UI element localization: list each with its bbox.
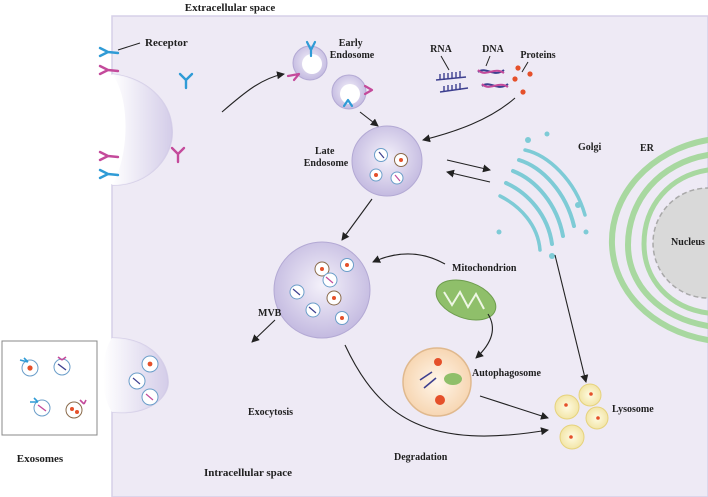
lysosome [554,394,580,420]
receptor-label: Receptor [145,37,188,49]
arrow-mitochondrion-to-mvb [372,253,446,265]
rna-strand-icon [435,71,469,93]
intracellular-space-label: Intracellular space [204,467,292,479]
proteins-label: Proteins [520,50,555,61]
arrow-golgi-to-late-endosome [446,169,491,183]
cell-cytoplasm [111,15,708,497]
autophagosome-contents [419,358,462,405]
late-endosome-label: Late Endosome [304,146,349,169]
mvb-label: MVB [258,308,282,319]
receptor-icon [98,150,120,162]
receptor-icon [170,146,186,164]
pathway-arrows [221,71,589,437]
extracellular-space-label: Extracellular space [185,2,276,14]
exocytosis-label: Exocytosis [248,407,293,418]
arrow-mvb-degradation [344,344,549,437]
dna-label: DNA [482,44,504,55]
arrow-bud-to-early-endosome [221,71,285,113]
golgi-apparatus [496,131,589,259]
receptor-icon [98,46,120,58]
arrow-late-endosome-to-mvb [341,198,373,241]
proteins-icon [512,65,533,95]
arrow-cargo-to-late-endosome [422,97,516,143]
arrow-mitochondrion-to-autophagosome [475,313,493,359]
arrow-autophagosome-to-lysosome [479,395,549,420]
mitochondrion [435,279,497,321]
nucleus-label: Nucleus [671,237,705,248]
arrow-mvb-to-exocytosis [251,319,276,343]
exosomes-panel [1,340,98,436]
early-endosome-label: Early Endosome [330,38,375,61]
receptor-icon [98,168,120,180]
exosomes-label: Exosomes [17,453,64,465]
arrow-golgi-to-lysosome [554,254,589,383]
early-endosome-vesicle [331,74,374,110]
exocytic-vesicles [128,355,159,406]
endoplasmic-reticulum [608,137,708,343]
er-label: ER [640,143,655,154]
mvb [273,241,371,339]
late-endosome-ilvs [369,148,408,185]
dna-helix-icon [477,69,509,88]
mitochondrion-label: Mitochondrion [452,263,517,274]
lysosome-label: Lysosome [612,404,654,415]
endocytic-bud [112,74,173,186]
receptor-group [98,46,194,180]
nucleus [652,187,708,299]
golgi-label: Golgi [578,142,602,153]
arrow-late-endosome-to-golgi [446,159,491,173]
degradation-label: Degradation [394,452,448,463]
early-endosome-vesicle [286,40,328,82]
autophagosome-label: Autophagosome [472,368,541,379]
lysosome-cluster [554,383,609,450]
receptor-icon [98,64,120,76]
receptor-pointer [117,42,141,51]
rna-label: RNA [430,44,452,55]
exosome-particles [19,356,87,419]
late-endosome [351,125,423,197]
arrow-early-to-late-endosome [359,111,379,127]
mvb-ilvs [289,258,354,325]
receptor-icon [178,72,194,90]
autophagosome [402,347,472,417]
